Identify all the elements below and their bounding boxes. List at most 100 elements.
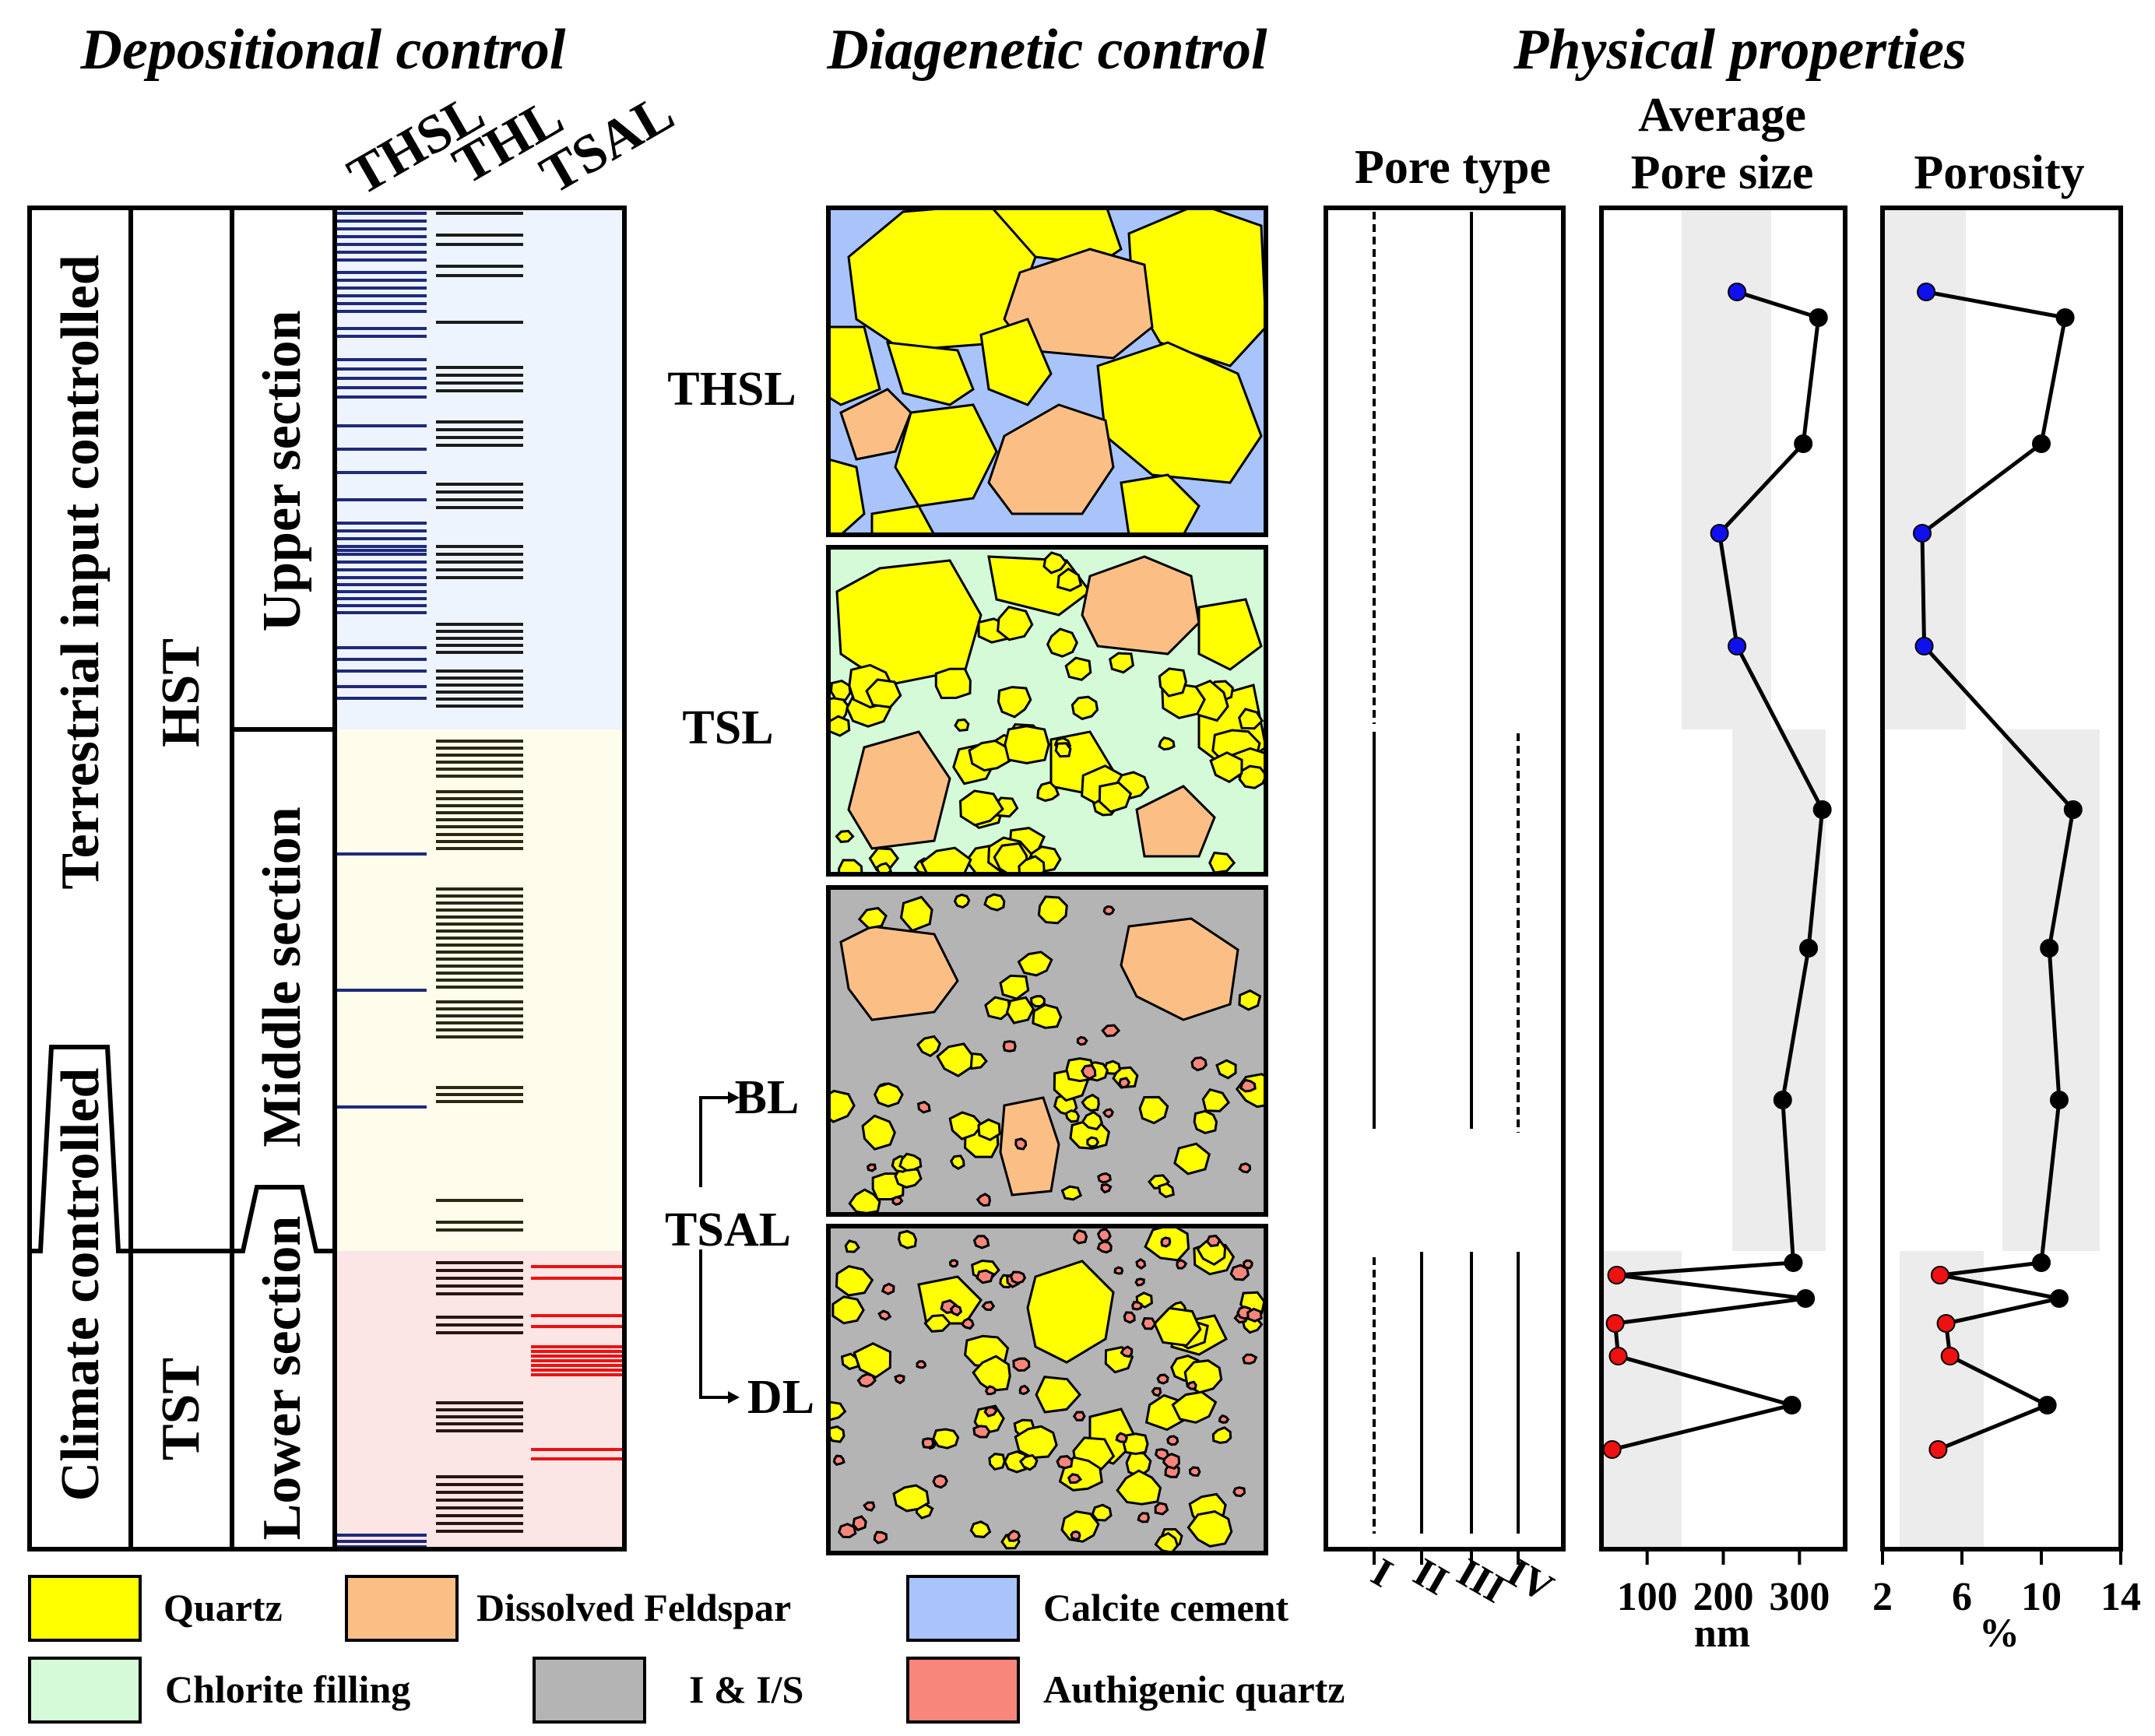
authigenic-quartz-grain xyxy=(1070,1530,1081,1541)
data-point xyxy=(1799,939,1819,958)
authigenic-quartz-grain xyxy=(1097,1172,1112,1184)
porosity-shading xyxy=(1884,210,2100,1547)
quartz-grain xyxy=(1032,1003,1063,1029)
quartz-grain xyxy=(865,678,902,709)
lithofacies-stripe xyxy=(436,1021,523,1024)
lithofacies-stripe xyxy=(436,937,523,940)
lithofacies-stripe xyxy=(436,265,523,268)
data-point xyxy=(1928,1440,1948,1459)
quartz-grain xyxy=(932,1428,960,1450)
quartz-grain xyxy=(988,1453,1006,1471)
quartz-grain xyxy=(1158,736,1176,751)
legend-label-calcite: Calcite cement xyxy=(1043,1586,1288,1629)
quartz-grain xyxy=(828,458,866,535)
lithofacies-stripe xyxy=(336,235,427,238)
lithofacies-stripe xyxy=(436,908,523,912)
depositional-panel: Terrestrial input controlled Climate con… xyxy=(27,83,684,1552)
authigenic-quartz-grain xyxy=(1186,1380,1197,1390)
lithofacies-stripe xyxy=(436,274,523,277)
lithofacies-stripe xyxy=(336,286,427,290)
quartz-grain xyxy=(844,1239,860,1253)
lithofacies-stripe xyxy=(336,498,427,501)
authigenic-quartz-grain xyxy=(1076,1035,1088,1046)
quartz-grain xyxy=(828,1425,845,1443)
lithofacies-stripe xyxy=(436,1522,523,1525)
authigenic-quartz-grain xyxy=(932,1474,948,1489)
quartz-grain xyxy=(1046,627,1078,658)
quartz-grain xyxy=(1036,781,1060,803)
lithofacies-stripe xyxy=(436,243,523,246)
quartz-grain xyxy=(1004,725,1050,764)
quartz-grain xyxy=(979,318,1053,406)
pore-type-frame xyxy=(1324,206,1566,1552)
quartz-grain xyxy=(1211,1426,1232,1444)
quartz-grain xyxy=(1060,1185,1083,1201)
quartz-grain xyxy=(983,893,1006,912)
authigenic-quartz-grain xyxy=(1096,1228,1112,1243)
lithofacies-stripe xyxy=(436,1331,523,1334)
lithofacies-stripe xyxy=(436,684,523,687)
authigenic-quartz-grain xyxy=(1242,1353,1258,1365)
lithofacies-stripe xyxy=(336,1540,427,1543)
lithofacies-stripe xyxy=(436,568,523,571)
lithofacies-stripe xyxy=(336,258,427,262)
data-point xyxy=(1936,1314,1956,1333)
diag-label-tsl: TSL xyxy=(682,701,773,754)
lithofacies-stripe xyxy=(436,374,523,377)
quartz-grain xyxy=(1186,1510,1233,1548)
lithofacies-stripe xyxy=(436,545,523,548)
authigenic-quartz-grain xyxy=(863,1501,876,1512)
authigenic-quartz-grain xyxy=(1081,1063,1097,1081)
lithofacies-stripe xyxy=(436,212,523,215)
lithofacies-stripe xyxy=(436,1093,523,1096)
lithofacies-stripe xyxy=(436,669,523,673)
data-point xyxy=(1794,434,1813,453)
data-point xyxy=(1608,1347,1628,1365)
quartz-grain xyxy=(1042,551,1068,575)
authigenic-quartz-grain xyxy=(1229,1263,1250,1281)
quartz-grain xyxy=(1098,781,1133,814)
quartz-grain xyxy=(954,718,970,732)
lithofacies-stripe xyxy=(436,972,523,975)
feldspar-grain xyxy=(1120,917,1239,1021)
quartz-grain xyxy=(934,667,972,700)
lithofacies-stripe xyxy=(436,705,523,708)
lithofacies-stripe xyxy=(336,537,427,540)
quartz-grain xyxy=(1014,1425,1058,1460)
quartz-grain xyxy=(1197,598,1263,671)
authigenic-quartz-grain xyxy=(921,1437,935,1449)
lithofacies-stripe xyxy=(436,651,523,654)
quartz-grain xyxy=(875,862,893,874)
lithofacies-stripe xyxy=(531,1355,623,1358)
feldspar-grain xyxy=(1135,785,1216,858)
lithofacies-stripe xyxy=(436,1228,523,1232)
quartz-grain xyxy=(1054,742,1072,758)
lithofacies-stripe xyxy=(436,381,523,385)
diagenetic-control-heading: Diagenetic control xyxy=(826,18,1267,82)
quartz-grain xyxy=(837,859,863,874)
quartz-grain xyxy=(1193,1109,1218,1134)
lithofacies-stripe xyxy=(436,1408,523,1411)
data-point xyxy=(2063,800,2083,819)
quartz-grain xyxy=(1081,1110,1103,1131)
legend: Quartz Dissolved Feldspar Calcite cement… xyxy=(28,1575,1345,1724)
authigenic-quartz-grain xyxy=(972,1425,991,1439)
quartz-grain xyxy=(1238,989,1262,1011)
quartz-grain xyxy=(1215,1059,1237,1080)
authigenic-quartz-grain xyxy=(1012,1357,1031,1372)
authigenic-quartz-grain xyxy=(1154,1502,1169,1516)
authigenic-quartz-grain xyxy=(894,1374,905,1385)
diag-label-bl: BL xyxy=(735,1071,800,1124)
lower-section-boundary xyxy=(232,1185,335,1253)
lithofacies-stripe xyxy=(531,1457,623,1460)
lithofacies-stripe xyxy=(436,818,523,821)
authigenic-quartz-grain xyxy=(1156,1373,1169,1385)
lithofacies-stripe xyxy=(336,697,427,700)
authigenic-quartz-grain xyxy=(881,1282,895,1295)
lithofacies-stripe xyxy=(336,685,427,688)
lithofacies-stripe xyxy=(436,1491,523,1494)
quartz-grain xyxy=(1158,667,1187,698)
lithofacies-stripe xyxy=(336,294,427,297)
bl-grains xyxy=(828,893,1266,1214)
